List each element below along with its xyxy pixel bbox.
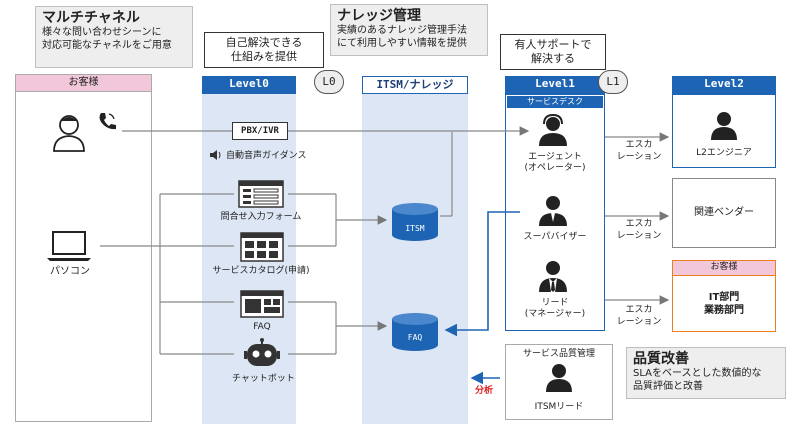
knowledge-callout: ナレッジ管理 実績のあるナレッジ管理手法 にて利用しやすい情報を提供 bbox=[330, 4, 488, 56]
self-solve-text-2: 仕組みを提供 bbox=[231, 50, 297, 63]
knowledge-text-2: にて利用しやすい情報を提供 bbox=[337, 38, 467, 49]
escalation-label-3a: エスカ bbox=[625, 305, 653, 315]
form-icon bbox=[238, 180, 284, 208]
knowledge-text-1: 実績のあるナレッジ管理手法 bbox=[337, 25, 467, 36]
escalation-label-1a: エスカ bbox=[625, 140, 653, 150]
pbx-box: PBX/IVR bbox=[232, 122, 288, 140]
supervisor-label: スーパバイザー bbox=[523, 232, 587, 242]
itsm-lead-icon bbox=[546, 364, 572, 392]
human-support-text-1: 有人サポートで bbox=[514, 38, 592, 51]
level1-badge: L1 bbox=[598, 70, 628, 94]
vendor-box bbox=[672, 178, 776, 248]
level2-header: Level2 bbox=[672, 76, 776, 94]
catalog-icon bbox=[240, 232, 284, 262]
self-solve-text-1: 自己解決できる bbox=[225, 36, 303, 49]
escalation-label-2a: エスカ bbox=[625, 219, 653, 229]
itsm-database-icon bbox=[392, 203, 438, 241]
laptop-icon bbox=[47, 231, 91, 261]
level0-badge: L0 bbox=[314, 70, 344, 94]
escalation-label-2b: レーション bbox=[616, 231, 662, 241]
form-label: 問合せ入力フォーム bbox=[220, 212, 302, 222]
multichannel-callout: マルチチャネル 様々な問い合わせシーンに 対応可能なチャネルをご用意 bbox=[35, 6, 193, 68]
customer-header: お客様 bbox=[15, 74, 152, 92]
business-dept-label: 業務部門 bbox=[704, 305, 744, 316]
quality-title: 品質改善 bbox=[633, 351, 689, 367]
multichannel-text-2: 対応可能なチャネルをご用意 bbox=[42, 40, 172, 51]
phone-icon bbox=[99, 113, 116, 130]
it-dept-label: IT部門 bbox=[708, 292, 740, 303]
service-desk-label: サービスデスク bbox=[507, 96, 603, 108]
customer-target-header: お客様 bbox=[672, 260, 776, 276]
supervisor-icon bbox=[539, 196, 567, 226]
itsm-header: ITSM/ナレッジ bbox=[362, 76, 468, 94]
chatbot-label: チャットボット bbox=[232, 374, 295, 384]
quality-box-header: サービス品質管理 bbox=[522, 349, 595, 359]
human-support-text-2: 解決する bbox=[531, 52, 575, 65]
level1-header: Level1 bbox=[505, 76, 605, 94]
itsm-database-label: ITSM bbox=[405, 224, 425, 233]
knowledge-title: ナレッジ管理 bbox=[337, 8, 421, 24]
escalation-label-1b: レーション bbox=[616, 152, 662, 162]
quality-callout: 品質改善 SLAをベースとした数値的な 品質評価と改善 bbox=[626, 347, 786, 399]
agent-label-2: (オペレーター) bbox=[524, 163, 586, 173]
multichannel-text-1: 様々な問い合わせシーンに bbox=[42, 27, 162, 38]
quality-text-1: SLAをベースとした数値的な bbox=[633, 368, 762, 379]
l2-engineer-label: L2エンジニア bbox=[696, 148, 752, 158]
human-support-callout: 有人サポートで 解決する bbox=[500, 34, 606, 70]
escalation-label-3b: レーション bbox=[616, 317, 662, 327]
pc-label: パソコン bbox=[50, 266, 90, 277]
agent-icon bbox=[539, 114, 567, 146]
self-solve-callout: 自己解決できる 仕組みを提供 bbox=[204, 32, 324, 68]
lead-label-2: (マネージャー) bbox=[524, 309, 586, 319]
chatbot-icon bbox=[244, 338, 280, 366]
ivr-guide-label: 自動音声ガイダンス bbox=[226, 151, 307, 161]
speaker-icon bbox=[210, 150, 221, 160]
faq-label: FAQ bbox=[253, 322, 271, 332]
vendor-label: 関連ベンダー bbox=[694, 207, 754, 218]
quality-text-2: 品質評価と改善 bbox=[633, 381, 703, 392]
itsm-column bbox=[362, 94, 468, 424]
customer-column bbox=[15, 74, 152, 422]
faq-database-icon bbox=[392, 313, 438, 351]
multichannel-title: マルチチャネル bbox=[42, 10, 140, 26]
level0-header: Level0 bbox=[202, 76, 296, 94]
faq-page-icon bbox=[240, 290, 284, 318]
engineer-icon bbox=[711, 112, 737, 140]
lead-icon bbox=[539, 261, 567, 292]
person-icon bbox=[53, 115, 85, 152]
itsm-lead-label: ITSMリード bbox=[534, 402, 584, 412]
agent-label-1: エージェント bbox=[528, 152, 582, 162]
analysis-label: 分析 bbox=[474, 386, 493, 396]
faq-database-label: FAQ bbox=[407, 333, 423, 342]
catalog-label: サービスカタログ(申請) bbox=[212, 266, 310, 276]
lead-label-1: リード bbox=[541, 298, 569, 308]
